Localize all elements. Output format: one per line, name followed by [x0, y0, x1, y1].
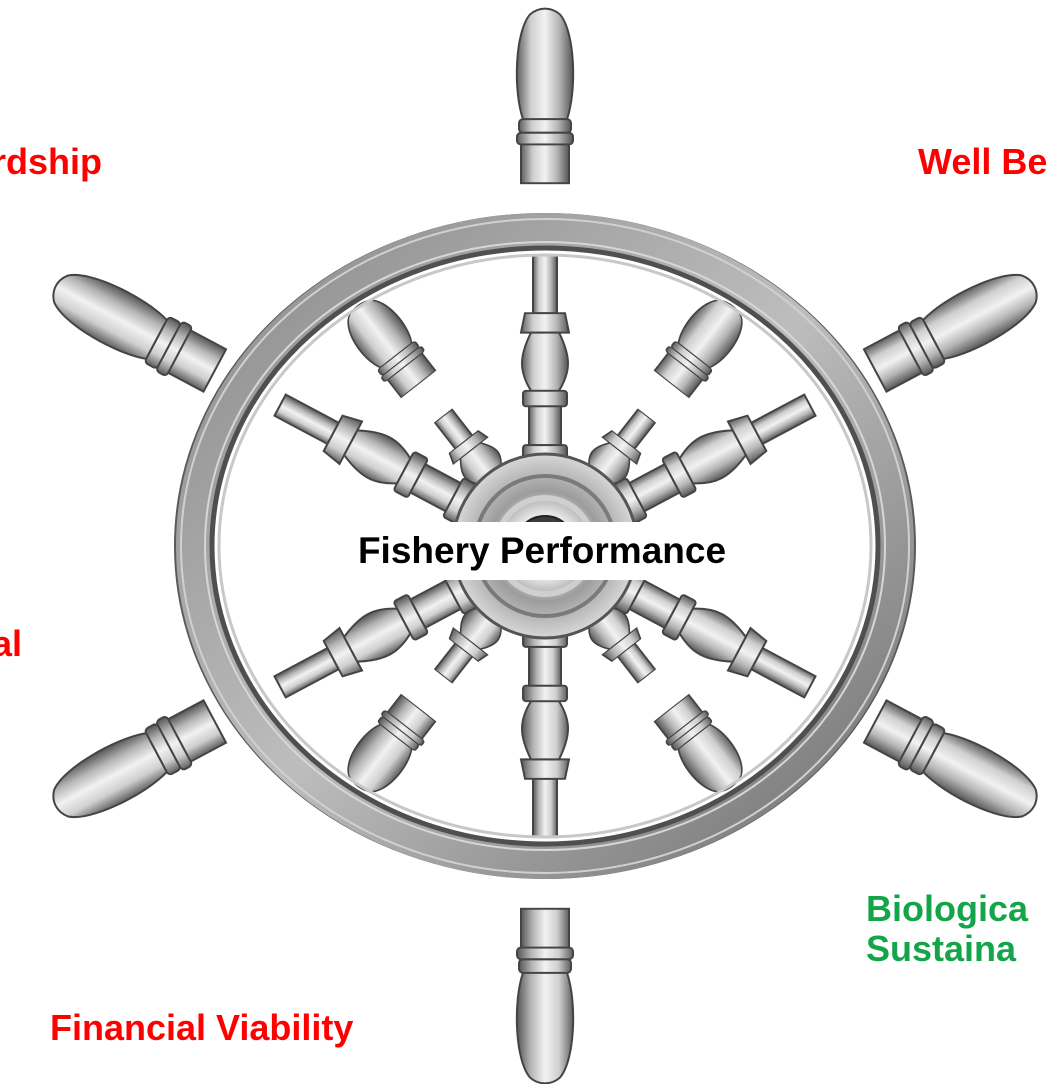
- label-biological-line1: Biologica: [866, 888, 1029, 929]
- center-label-fishery-performance: Fishery Performance: [298, 522, 786, 580]
- label-social: al: [0, 623, 23, 664]
- label-financial-viability: Financial Viability: [50, 1007, 354, 1048]
- label-stewardship: rdship: [0, 141, 103, 182]
- label-biological-sustainability: Biologica Sustaina: [866, 889, 1062, 969]
- label-well-being: Well Be: [918, 141, 1048, 182]
- label-biological-line2: Sustaina: [866, 928, 1017, 969]
